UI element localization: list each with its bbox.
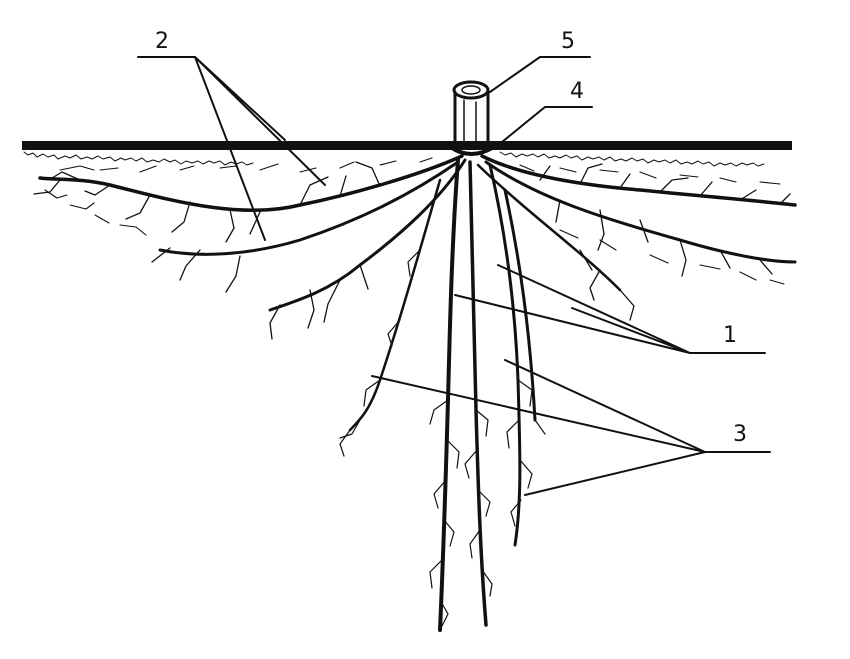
soil-surface	[22, 141, 792, 167]
stem-stump	[450, 80, 494, 156]
label-4: 4	[570, 79, 584, 104]
label-5: 5	[561, 29, 575, 54]
label-1: 1	[723, 323, 737, 348]
label-2: 2	[155, 29, 169, 54]
lateral-roots	[33, 154, 797, 340]
leader-lines	[137, 56, 771, 496]
vertical-roots	[339, 158, 546, 632]
label-3: 3	[733, 422, 747, 447]
